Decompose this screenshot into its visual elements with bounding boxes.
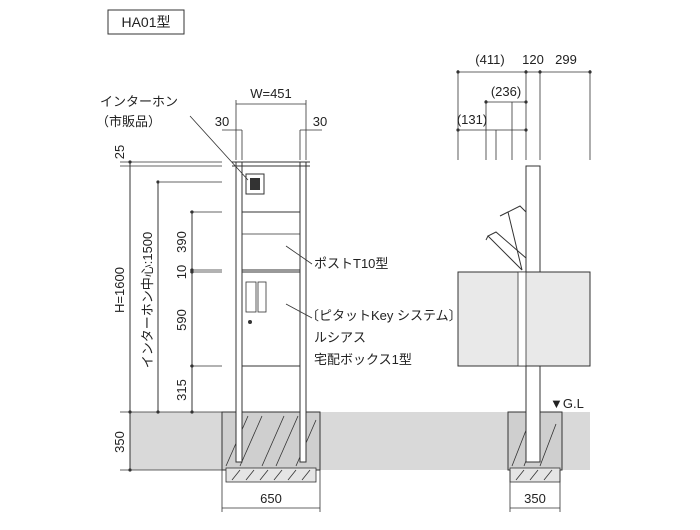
- label-system-2: ルシアス: [314, 330, 366, 345]
- delivery-box-handle: [248, 320, 252, 324]
- label-intercom-1: インターホン: [100, 94, 178, 109]
- delivery-box-panel: [245, 281, 257, 313]
- dim-height: H=1600: [112, 267, 127, 313]
- front-dim-ticks: [128, 160, 194, 472]
- dim-350-side: 350: [524, 491, 546, 506]
- label-post: ポストT10型: [314, 256, 388, 271]
- label-intercom-2: （市販品）: [96, 114, 161, 129]
- dim-25: 25: [112, 145, 127, 159]
- front-ref-lines: [120, 161, 222, 471]
- label-system-3: 宅配ボックス1型: [314, 352, 412, 367]
- intercom-icon: [250, 178, 260, 190]
- dim-30-left: 30: [215, 114, 229, 129]
- dim-width: W=451: [250, 86, 292, 101]
- dim-590: 590: [174, 309, 189, 331]
- base-gravel-side: [509, 467, 561, 483]
- dim-350-front: 350: [112, 431, 127, 453]
- side-bottom-dim: [509, 470, 561, 512]
- dim-120: 120: [522, 52, 544, 67]
- dim-30-right: 30: [313, 114, 327, 129]
- dim-390: 390: [174, 231, 189, 253]
- model-label-box: [107, 9, 185, 35]
- front-top-dims: [222, 100, 322, 160]
- base-gravel-hatch: [231, 469, 311, 481]
- side-top-dims: [457, 70, 591, 160]
- ground-level-marker: ▼G.L: [550, 396, 584, 411]
- dim-411: (411): [475, 52, 504, 67]
- mailbox-flap-side: [485, 205, 527, 271]
- label-system-1: 〔ピタットKey システム〕: [306, 308, 462, 323]
- intercom-leader: [189, 115, 249, 181]
- model-label: HA01型: [121, 14, 170, 30]
- post-box: [241, 211, 301, 271]
- dim-intercom-center: インターホン中心:1500: [140, 232, 155, 369]
- post-leader: [285, 245, 313, 265]
- dim-236: (236): [491, 84, 521, 99]
- dim-131: (131): [457, 112, 487, 127]
- dim-650: 650: [260, 491, 282, 506]
- left-post: [235, 161, 243, 463]
- system-leader: [285, 303, 313, 319]
- dim-299: 299: [555, 52, 577, 67]
- front-vertical-dims: [129, 162, 193, 470]
- dim-315: 315: [174, 379, 189, 401]
- dim-10: 10: [174, 265, 189, 279]
- base-gravel-front: [225, 467, 317, 483]
- front-bottom-dim: [221, 470, 321, 512]
